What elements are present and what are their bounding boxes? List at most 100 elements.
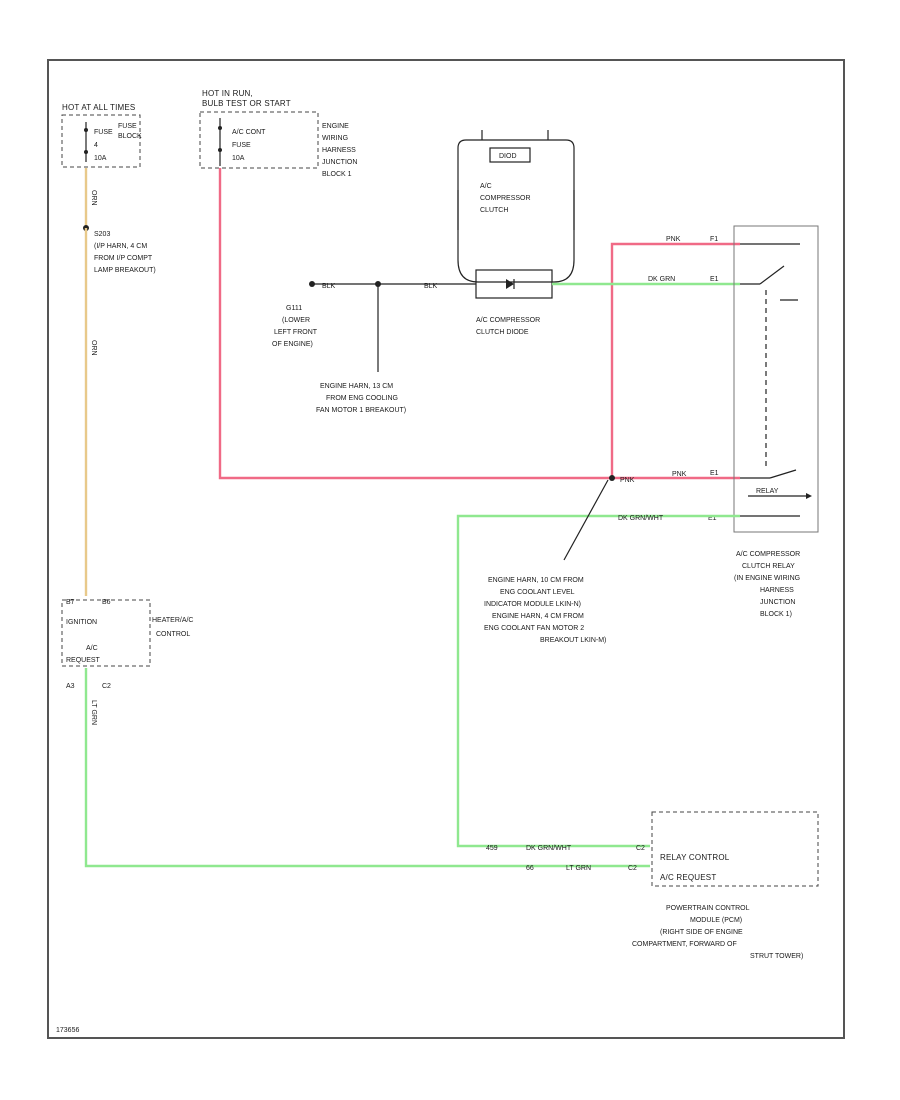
pcm-term-2: C2 xyxy=(628,865,637,872)
junction-block-l2: WIRING xyxy=(322,135,348,142)
left-fuse-box xyxy=(61,114,141,168)
right-power-header-2: BULB TEST OR START xyxy=(202,99,291,108)
left-fuse-amp: 10A xyxy=(94,155,107,162)
compressor-label-2: COMPRESSOR xyxy=(480,195,531,202)
relay-label-4: HARNESS xyxy=(760,587,794,594)
left-power-header: HOT AT ALL TIMES xyxy=(62,103,135,112)
relay-label-6: BLOCK 1) xyxy=(760,611,792,618)
compressor-top-tag: DIOD xyxy=(499,153,517,160)
splice-note-2-l6: BREAKOUT LKIN-M) xyxy=(540,637,606,644)
pcm-lt-grn-label: LT GRN xyxy=(566,865,591,872)
diagram-frame xyxy=(47,59,845,1039)
pcm-label-5: STRUT TOWER) xyxy=(750,953,803,960)
lt-grn-label-vertical: LT GRN xyxy=(90,700,97,725)
orange-wire-label-top: ORN xyxy=(90,190,97,206)
pcm-label-4: COMPARTMENT, FORWARD OF xyxy=(632,941,737,948)
junction-block-l1: ENGINE xyxy=(322,123,349,130)
left-fuse-block-l1: FUSE xyxy=(118,123,137,130)
hvac-control-box xyxy=(61,599,151,667)
left-fuse-number: 4 xyxy=(94,142,98,149)
diode-label-1: A/C COMPRESSOR xyxy=(476,317,540,324)
relay-box xyxy=(733,225,819,533)
relay-pin-top: F1 xyxy=(710,236,718,243)
lt-grn-wire xyxy=(84,668,650,868)
pcm-box xyxy=(651,811,819,887)
control-pin-a3: A3 xyxy=(66,683,75,690)
s203-desc-3: FROM I/P COMPT xyxy=(94,255,153,262)
pink-label-bot-1: PNK xyxy=(620,477,635,484)
control-request: REQUEST xyxy=(66,657,101,664)
splice-note-2-l3: INDICATOR MODULE LKIN-N) xyxy=(484,601,581,608)
control-pin-b7: B7 xyxy=(66,599,75,606)
splice-note-1-l3: FAN MOTOR 1 BREAKOUT) xyxy=(316,407,406,414)
left-fuse-symbol xyxy=(84,122,88,162)
right-fuse-amp: 10A xyxy=(232,155,245,162)
dk-grn-label-top: DK GRN xyxy=(648,276,675,283)
control-title-1: HEATER/A/C xyxy=(152,617,194,624)
splice-note-2-l2: ENG COOLANT LEVEL xyxy=(500,589,575,596)
compressor-clutch xyxy=(457,130,575,283)
footer-id: 173656 xyxy=(56,1027,79,1034)
ground-splice xyxy=(375,281,381,287)
pink-label-bot-2: PNK xyxy=(672,471,687,478)
relay-internals xyxy=(740,243,812,517)
splice-note-1-l2: FROM ENG COOLING xyxy=(326,395,398,402)
control-ac: A/C xyxy=(86,645,98,652)
pink-wire-fuse-to-splice xyxy=(218,168,612,480)
pcm-label-2: MODULE (PCM) xyxy=(690,917,742,924)
pink-label-top: PNK xyxy=(666,236,681,243)
right-fuse-symbol xyxy=(218,118,222,166)
right-power-header-1: HOT IN RUN, xyxy=(202,89,253,98)
pink-splice xyxy=(609,475,615,481)
dk-grn-wht-label-relay: DK GRN/WHT xyxy=(618,515,664,522)
splice-note-1-l1: ENGINE HARN, 13 CM xyxy=(320,383,393,390)
diode-symbol xyxy=(506,279,514,289)
junction-block-l3: HARNESS xyxy=(322,147,356,154)
left-fuse-name: FUSE xyxy=(94,129,113,136)
pink-wire-splice-to-relay-top xyxy=(610,242,740,478)
compressor-label-1: A/C xyxy=(480,183,492,190)
pcm-ac-request: A/C REQUEST xyxy=(660,873,716,882)
splice-note-2-l4: ENGINE HARN, 4 CM FROM xyxy=(492,613,584,620)
ground-desc-4: OF ENGINE) xyxy=(272,341,313,348)
diode-label-2: CLUTCH DIODE xyxy=(476,329,529,336)
s203-desc-2: (I/P HARN, 4 CM xyxy=(94,243,147,250)
orange-wire-label-mid: ORN xyxy=(90,340,97,356)
pcm-pin-66: 66 xyxy=(526,865,534,872)
relay-label-1: A/C COMPRESSOR xyxy=(736,551,800,558)
right-fuse-name: A/C CONT xyxy=(232,129,266,136)
splice-note-2-leader xyxy=(563,479,609,561)
relay-label-3: (IN ENGINE WIRING xyxy=(734,575,800,582)
ground-wire-label-left: BLK xyxy=(322,283,336,290)
control-ignition: IGNITION xyxy=(66,619,97,626)
control-pin-c2: C2 xyxy=(102,683,111,690)
ground-g111-point xyxy=(309,281,315,287)
left-fuse-block-l2: BLOCK xyxy=(118,133,142,140)
pcm-dk-grn-wht-label: DK GRN/WHT xyxy=(526,845,572,852)
right-fuse-type: FUSE xyxy=(232,142,251,149)
splice-note-2-l5: ENG COOLANT FAN MOTOR 2 xyxy=(484,625,584,632)
ground-desc-2: (LOWER xyxy=(282,317,310,324)
dk-grn-wht-wire xyxy=(456,514,740,848)
junction-block-l4: JUNCTION xyxy=(322,159,357,166)
splice-note-2-l1: ENGINE HARN, 10 CM FROM xyxy=(488,577,584,584)
pcm-pin-459: 459 xyxy=(486,845,498,852)
compressor-label-3: CLUTCH xyxy=(480,207,508,214)
pcm-label-3: (RIGHT SIDE OF ENGINE xyxy=(660,929,743,936)
pcm-label-1: POWERTRAIN CONTROL xyxy=(666,905,750,912)
relay-pin-mid: E1 xyxy=(710,276,719,283)
ground-wire-label-right: BLK xyxy=(424,283,438,290)
s203-desc-1: S203 xyxy=(94,231,110,238)
relay-label-5: JUNCTION xyxy=(760,599,795,606)
control-title-2: CONTROL xyxy=(156,631,190,638)
relay-pin-bot: E1 xyxy=(708,515,717,522)
relay-coil-tag: RELAY xyxy=(756,488,779,495)
control-pin-b6: B6 xyxy=(102,599,111,606)
right-fuse-box xyxy=(199,111,319,169)
pcm-term-1: C2 xyxy=(636,845,645,852)
junction-block-l5: BLOCK 1 xyxy=(322,171,352,178)
ground-desc-3: LEFT FRONT xyxy=(274,329,318,336)
relay-label-2: CLUTCH RELAY xyxy=(742,563,795,570)
s203-desc-4: LAMP BREAKOUT) xyxy=(94,267,156,274)
